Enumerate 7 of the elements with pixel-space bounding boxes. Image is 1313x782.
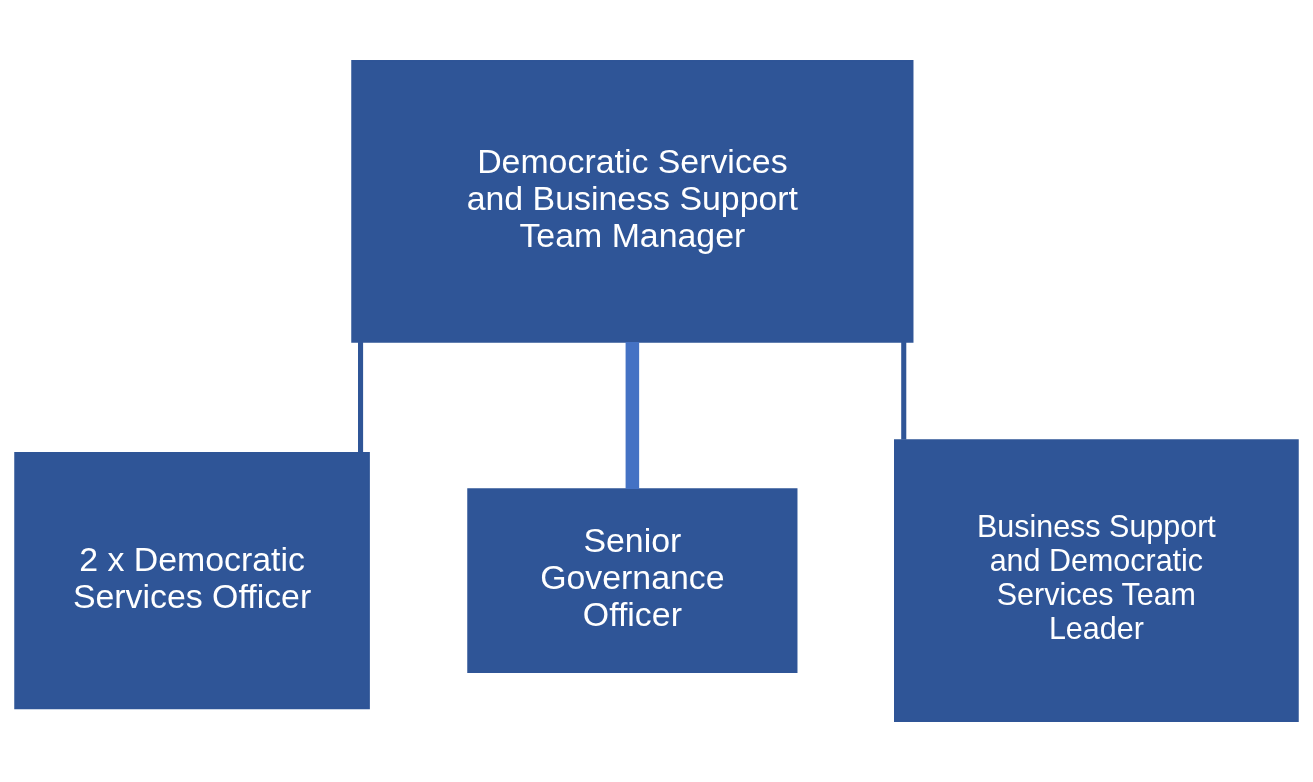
node-box: Business Support and Democratic Services Team Leader [894, 439, 1299, 723]
connector [625, 342, 640, 490]
connector [358, 342, 364, 453]
node-box: 2 x Democratic Services Officer [14, 451, 370, 710]
node-box: Senior Governance Officer [467, 488, 798, 673]
node-box: Democratic Services and Business Support Team Manager [351, 59, 914, 343]
connector [901, 342, 907, 440]
